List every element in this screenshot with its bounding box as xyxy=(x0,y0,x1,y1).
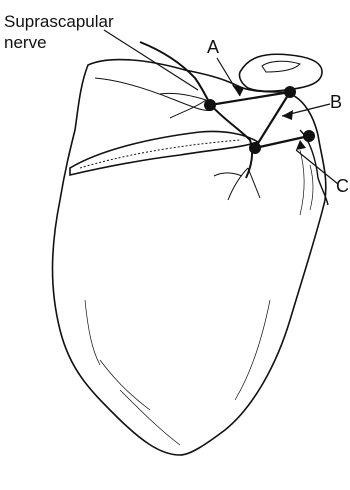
label-point-a: A xyxy=(207,37,219,58)
point-glenoid-rim xyxy=(303,130,315,142)
label-point-b: B xyxy=(330,92,342,113)
acromion xyxy=(239,54,322,91)
label-point-c: C xyxy=(336,176,349,197)
point-acromion-base xyxy=(284,86,296,98)
point-suprascapular-notch xyxy=(204,99,216,111)
label-nerve: nerve xyxy=(4,33,47,53)
scapula-body xyxy=(53,60,326,455)
label-suprascapular: Suprascapular xyxy=(4,12,114,32)
point-spinoglenoid-notch xyxy=(249,142,261,154)
